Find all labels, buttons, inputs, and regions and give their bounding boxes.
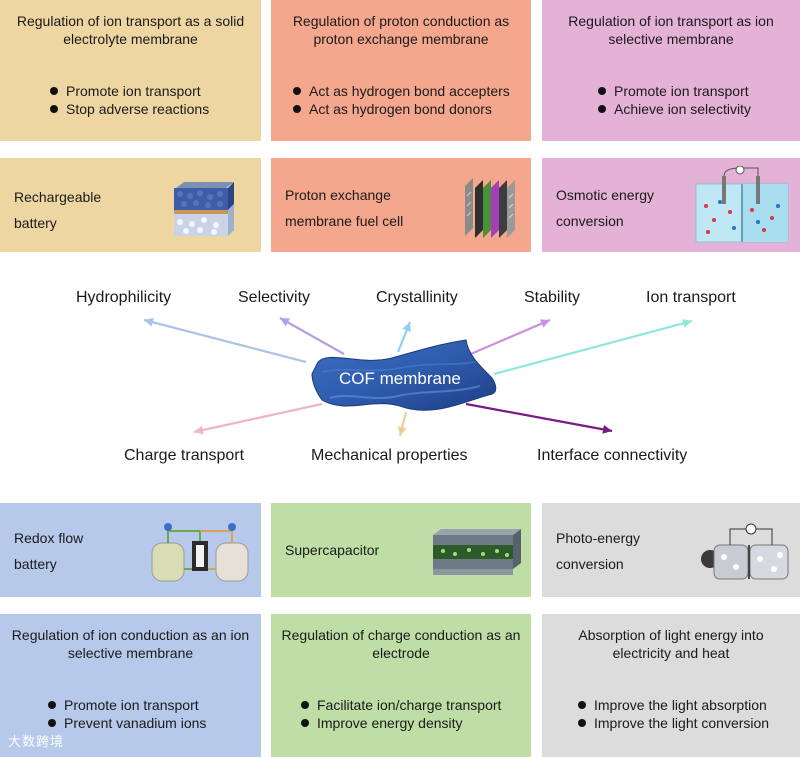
card-bullets: Promote ion transport Prevent vanadium i… [48,696,255,732]
card-title: Regulation of ion transport as ion selec… [568,13,774,47]
app-supercapacitor: Supercapacitor [271,503,531,597]
bullet: Improve the light absorption [578,696,794,714]
arrow-interface-connectivity [465,402,613,433]
app-label: Proton exchange membrane fuel cell [285,182,403,234]
osmotic-cell-icon [692,166,792,246]
app-rechargeable-battery: Rechargeable battery [0,158,261,252]
property-stability: Stability [524,289,581,306]
bullet: Act as hydrogen bond accepters [293,82,525,100]
app-label: Supercapacitor [285,537,379,563]
arrow-stability [465,318,551,358]
card-ion-conduction: Regulation of ion conduction as an ion s… [0,614,261,757]
arrow-ion-transport [493,319,693,376]
app-label-line: Osmotic energy [556,187,655,203]
cof-membrane-label: COF membrane [339,369,461,388]
photo-cell-icon [700,517,794,587]
arrow-mechanical-properties-head [397,426,407,436]
arrow-crystallinity-head [402,322,411,333]
bullet: Improve the light conversion [578,714,794,732]
arrow-selectivity [279,317,345,355]
arrow-interface-connectivity-head [602,424,612,434]
app-label: Osmotic energy conversion [556,182,654,234]
card-bullets: Promote ion transport Achieve ion select… [598,82,794,118]
app-label: Photo-energy conversion [556,525,640,577]
card-bullets: Act as hydrogen bond accepters Act as hy… [293,82,525,118]
app-pem-fuel-cell: Proton exchange membrane fuel cell [271,158,531,252]
supercapacitor-layers-icon [431,527,523,579]
bullet: Facilitate ion/charge transport [301,696,525,714]
arrow-selectivity-head [280,318,291,327]
card-title: Regulation of proton conduction as proto… [292,13,510,47]
battery-stack-icon [170,180,236,240]
app-redox-flow-battery: Redox flow battery [0,503,261,597]
app-label: Rechargeable battery [14,184,101,236]
fuel-cell-stack-icon [463,176,521,242]
app-label: Redox flow battery [14,525,83,577]
arrow-hydrophilicity-head [144,317,154,327]
bullet: Stop adverse reactions [50,100,255,118]
app-label-line: membrane fuel cell [285,213,404,229]
card-ion-selective: Regulation of ion transport as ion selec… [542,0,800,141]
app-label-line: Supercapacitor [285,542,380,558]
arrow-stability-head [539,319,550,328]
arrow-charge-transport-head [194,425,204,435]
arrow-mechanical-properties [398,411,408,437]
redox-flow-tanks-icon [150,519,250,589]
card-solid-electrolyte: Regulation of ion transport as a solid e… [0,0,261,141]
bullet: Act as hydrogen bond donors [293,100,525,118]
card-light-absorption: Absorption of light energy into electric… [542,614,800,757]
arrow-charge-transport [193,402,323,434]
arrow-crystallinity [396,321,412,353]
app-label-line: Photo-energy [556,530,641,546]
app-label-line: conversion [556,556,624,572]
property-mechanical-properties: Mechanical properties [311,447,468,464]
arrow-ion-transport-head [682,318,692,328]
card-bullets: Facilitate ion/charge transport Improve … [301,696,525,732]
app-label-line: battery [14,215,57,231]
card-bullets: Improve the light absorption Improve the… [578,696,794,732]
app-label-line: battery [14,556,57,572]
arrow-hydrophilicity [143,318,307,364]
card-title: Regulation of ion transport as a solid e… [16,13,245,47]
property-interface-connectivity: Interface connectivity [537,447,688,464]
property-crystallinity: Crystallinity [376,289,458,306]
card-title: Regulation of charge conduction as an el… [281,627,521,661]
bullet: Promote ion transport [48,696,255,714]
app-photo-energy: Photo-energy conversion [542,503,800,597]
bullet: Achieve ion selectivity [598,100,794,118]
bullet: Promote ion transport [598,82,794,100]
card-title: Regulation of ion conduction as an ion s… [11,627,250,661]
app-osmotic-energy: Osmotic energy conversion [542,158,800,252]
card-charge-conduction: Regulation of charge conduction as an el… [271,614,531,757]
property-hydrophilicity: Hydrophilicity [76,289,172,306]
property-ion-transport: Ion transport [646,289,736,306]
app-label-line: Redox flow [14,530,84,546]
card-title: Absorption of light energy into electric… [578,627,764,661]
app-label-line: Rechargeable [14,189,102,205]
bullet: Prevent vanadium ions [48,714,255,732]
card-bullets: Promote ion transport Stop adverse react… [50,82,255,118]
property-charge-transport: Charge transport [124,447,245,464]
app-label-line: conversion [556,213,624,229]
bullet: Promote ion transport [50,82,255,100]
watermark: 大数跨境 [8,734,65,749]
property-selectivity: Selectivity [238,289,311,306]
app-label-line: Proton exchange [285,187,391,203]
card-proton-exchange: Regulation of proton conduction as proto… [271,0,531,141]
bullet: Improve energy density [301,714,525,732]
